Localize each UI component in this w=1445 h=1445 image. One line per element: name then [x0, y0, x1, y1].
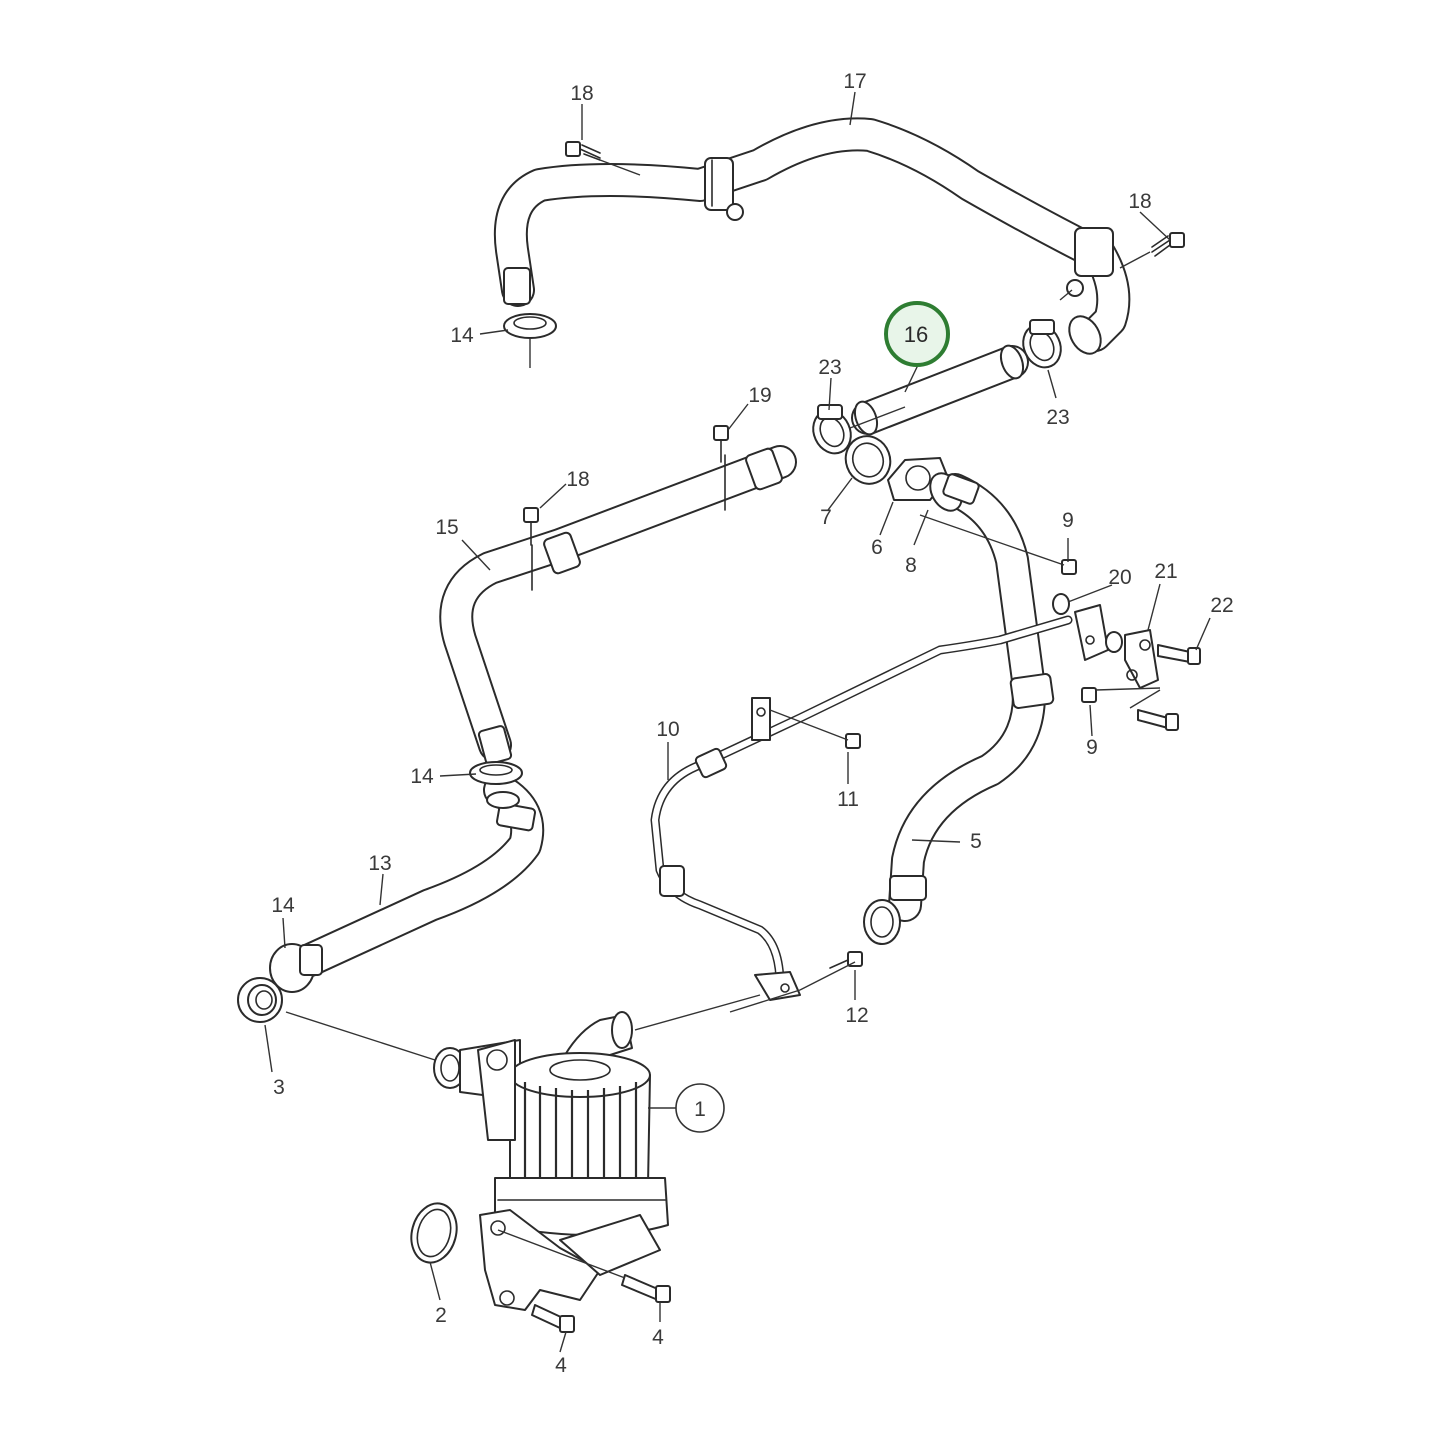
- bolt-22: [1157, 644, 1201, 665]
- callout-4-bottom: 4: [555, 1354, 567, 1377]
- flange-21: [1074, 604, 1159, 689]
- air-pump-1: [433, 1011, 669, 1311]
- hose-15: [439, 445, 797, 765]
- callout-5: 5: [970, 830, 982, 853]
- hose-17-end: [1068, 315, 1102, 355]
- callout-16: 16: [904, 322, 928, 347]
- clamp-14-top: [503, 313, 557, 339]
- clamp-14-bottom: [269, 943, 323, 993]
- bolt-flange-lower: [1137, 709, 1179, 731]
- callout-19: 19: [748, 384, 771, 407]
- callout-11: 11: [837, 788, 859, 811]
- callout-2: 2: [435, 1304, 447, 1327]
- hose-13: [293, 773, 545, 977]
- oring-2: [410, 1202, 458, 1264]
- bolt-9-top: [919, 514, 1077, 575]
- bolt-19: [713, 425, 729, 463]
- callout-21: 21: [1154, 560, 1177, 583]
- callout-23-left: 23: [818, 356, 841, 379]
- callout-14-top: 14: [450, 324, 474, 347]
- callout-6: 6: [871, 536, 883, 559]
- bolt-9-bottom: [1081, 687, 1097, 703]
- callout-23-right: 23: [1046, 406, 1069, 429]
- bracket-clamp: [704, 157, 744, 221]
- callout-9-top: 9: [1062, 509, 1074, 532]
- bolt-11: [769, 709, 861, 749]
- callout-10: 10: [656, 718, 679, 741]
- callout-leaders: [264, 91, 1211, 1353]
- callout-18-top: 18: [570, 82, 593, 105]
- callout-14-middle: 14: [410, 765, 434, 788]
- bolt-4-bottom: [531, 1304, 575, 1333]
- callout-12: 12: [845, 1004, 868, 1027]
- callout-1-circle: 1: [675, 1083, 725, 1133]
- bracket-clamp-right: [1066, 227, 1114, 297]
- clamp-14-middle: [469, 761, 523, 785]
- hose-16: [851, 344, 1029, 436]
- bolts: [523, 141, 1201, 1333]
- pipe-10: [650, 615, 1073, 1001]
- callout-15: 15: [435, 516, 458, 539]
- callout-18-middle: 18: [566, 468, 589, 491]
- clamp-23-left: [812, 404, 852, 455]
- elbow-8: [929, 472, 980, 512]
- callout-8: 8: [905, 554, 917, 577]
- hose-17: [493, 117, 1131, 352]
- fitting-3: [237, 977, 283, 1023]
- bolt-18-top: [565, 141, 601, 161]
- callout-14-bottom: 14: [271, 894, 295, 917]
- clamp-23-right: [1022, 319, 1062, 369]
- bolt-18-middle: [523, 507, 539, 546]
- callout-18-right: 18: [1128, 190, 1151, 213]
- callout-labels: 18 17 18 14 23 23 19 18 15 7 6 8 9 20 21…: [271, 70, 1233, 1377]
- bolt-18-right: [1151, 232, 1185, 257]
- callout-22: 22: [1210, 594, 1233, 617]
- connection-lines: [285, 159, 1161, 1279]
- callout-4-right: 4: [652, 1326, 664, 1349]
- hose-5: [863, 472, 1055, 945]
- callout-13: 13: [368, 852, 391, 875]
- clamp-7: [844, 435, 892, 485]
- callout-1: 1: [694, 1098, 706, 1121]
- callout-20: 20: [1108, 566, 1131, 589]
- bolt-4-right: [621, 1274, 671, 1303]
- oring-20: [1052, 593, 1123, 653]
- bolt-12: [829, 951, 863, 969]
- callout-9-bottom: 9: [1086, 736, 1098, 759]
- callout-17: 17: [843, 70, 866, 93]
- callout-7: 7: [820, 506, 832, 529]
- callout-16-highlight: 16: [884, 301, 950, 367]
- callout-3: 3: [273, 1076, 285, 1099]
